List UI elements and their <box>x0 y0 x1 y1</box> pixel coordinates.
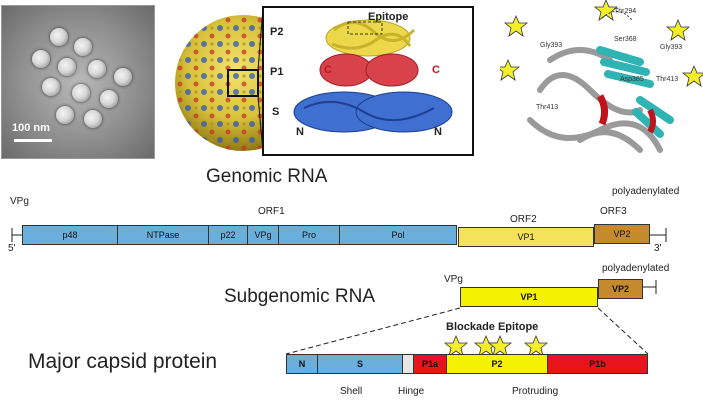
terminus-c-right: C <box>432 64 440 76</box>
orf1-label: ORF1 <box>258 206 285 217</box>
domain-label-p2: P2 <box>270 26 284 38</box>
genomic-rna-title: Genomic RNA <box>206 166 328 187</box>
blockade-epitope-label: Blockade Epitope <box>446 321 539 333</box>
subgenomic-segment-vp1: VP1 <box>460 287 598 307</box>
region-label-shell: Shell <box>340 386 363 397</box>
epitope-label: Epitope <box>368 11 409 23</box>
domain-label-s: S <box>272 106 280 118</box>
domain-ribbon-drawing <box>293 19 453 133</box>
segment-vp1: VP1 <box>458 227 594 247</box>
segment-ntpase: NTPase <box>117 225 209 245</box>
capsid-protein-title: Major capsid protein <box>28 350 218 373</box>
segment-vp2: VP2 <box>594 224 650 244</box>
capsid-domain-s: S <box>317 354 403 374</box>
terminus-n-right: N <box>434 126 442 138</box>
genomic-vpg-label: VPg <box>10 196 29 207</box>
residue-label-thr413-right: Thr413 <box>656 76 679 83</box>
scale-bar <box>14 139 52 142</box>
orf3-label: ORF3 <box>600 206 627 217</box>
residue-label-gly393-right: Gly393 <box>660 44 683 51</box>
capsid-domain-p1b: P1b <box>547 354 648 374</box>
segment-vpg: VPg <box>247 225 279 245</box>
three-prime-label: 3' <box>654 243 662 254</box>
region-label-protruding: Protruding <box>512 386 559 397</box>
genomic-polyadenylated-label: polyadenylated <box>612 186 680 197</box>
terminus-c-left: C <box>324 64 332 76</box>
star-icon <box>487 334 513 357</box>
orf2-label: ORF2 <box>510 214 537 225</box>
residue-label-ser368: Ser368 <box>614 36 637 43</box>
residue-label-asp385: Asp385 <box>620 76 644 83</box>
segment-pol: Pol <box>339 225 457 245</box>
terminus-n-left: N <box>296 126 304 138</box>
capsid-domain-p2: P2 <box>446 354 548 374</box>
scale-bar-label: 100 nm <box>12 122 50 134</box>
electron-micrograph: 100 nm <box>1 5 155 159</box>
five-prime-label: 5' <box>8 243 16 254</box>
subgenomic-segment-vp2: VP2 <box>598 279 643 299</box>
segment-p48: p48 <box>22 225 118 245</box>
star-icon <box>443 334 469 357</box>
subgenomic-polyadenylated-label: polyadenylated <box>602 263 670 274</box>
star-icon <box>523 334 549 357</box>
region-label-hinge: Hinge <box>398 386 425 397</box>
residue-label-thr413-left: Thr413 <box>536 104 559 111</box>
domain-label-p1: P1 <box>270 66 284 78</box>
residue-label-thr294: Thr294 <box>614 8 637 15</box>
epitope-ribbon-structure <box>500 0 703 153</box>
subgenomic-rna-title: Subgenomic RNA <box>224 286 376 307</box>
capsid-domain-n: N <box>286 354 318 374</box>
residue-label-gly393-left: Gly393 <box>540 42 563 49</box>
capsid-domain-p1a: P1a <box>413 354 447 374</box>
subgenomic-vpg-label: VPg <box>444 274 463 285</box>
capsid-domain-structure: Epitope P2 P1 S C C N N <box>262 6 474 156</box>
